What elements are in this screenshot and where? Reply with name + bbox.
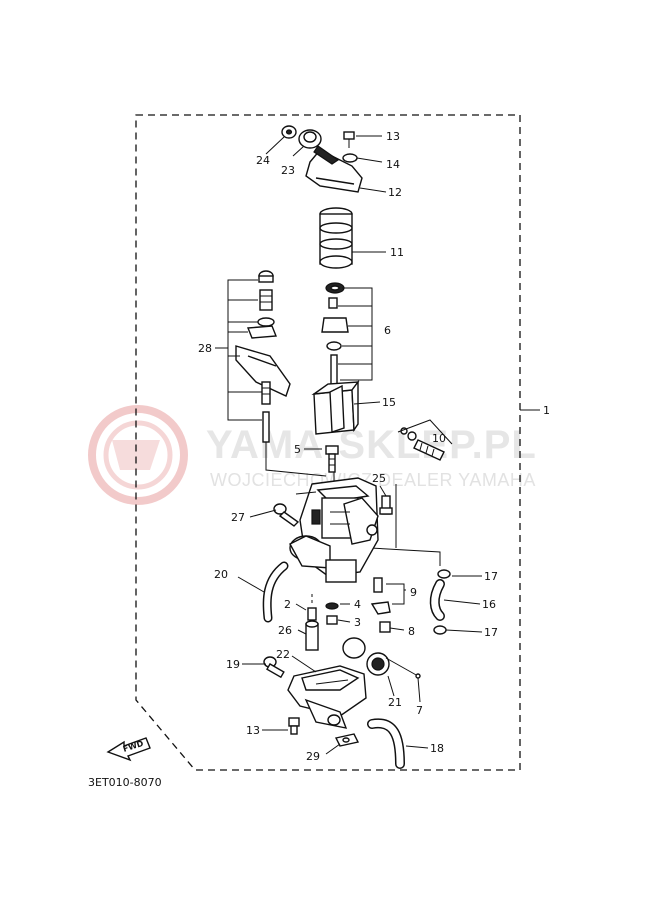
callout-numbers: 1 2 3 4 5 6 7 8 9 10 11 12 13 13 14 15 1… [198, 130, 550, 763]
callout-25: 25 [372, 472, 386, 485]
callout-3: 3 [354, 616, 361, 629]
callout-2: 2 [284, 598, 291, 611]
callout-14: 14 [386, 158, 400, 171]
callout-17-upper: 17 [484, 570, 498, 583]
callout-17-lower: 17 [484, 626, 498, 639]
callout-21: 21 [388, 696, 402, 709]
part-10-pilot-screw-set [400, 427, 445, 461]
drawing-code: 3ET010-8070 [88, 776, 162, 789]
part-9-float-valve [370, 577, 391, 615]
callout-28: 28 [198, 342, 212, 355]
part-16-hose [429, 579, 445, 621]
part-29-bracket [334, 733, 360, 747]
callout-19: 19 [226, 658, 240, 671]
callout-12: 12 [388, 186, 402, 199]
callout-10: 10 [432, 432, 446, 445]
callout-6: 6 [384, 324, 391, 337]
part-23-cap [298, 129, 322, 149]
part-14-seal [342, 153, 358, 163]
callout-1: 1 [543, 404, 550, 417]
part-12-cover-bracket [305, 145, 363, 193]
part-11-spring [319, 207, 353, 269]
callout-26: 26 [278, 624, 292, 637]
callout-8: 8 [408, 625, 415, 638]
assembly-frame [135, 114, 521, 771]
part-17-clip-upper [437, 569, 451, 579]
part-25-fitting [379, 495, 393, 515]
callout-13-top: 13 [386, 130, 400, 143]
callout-29: 29 [306, 750, 320, 763]
callout-20: 20 [214, 568, 228, 581]
callout-16: 16 [482, 598, 496, 611]
part-21-float [342, 637, 390, 676]
part-19-screw [263, 656, 285, 679]
part-8-screw [379, 621, 391, 633]
part-17-clip-lower [433, 625, 447, 635]
watermark-logo [88, 405, 188, 505]
part-15-throttle-valve [311, 379, 360, 435]
part-13-screw-top [343, 131, 355, 148]
callout-9: 9 [410, 586, 417, 599]
part-7-float-pin [385, 657, 421, 679]
callout-27: 27 [231, 511, 245, 524]
callout-7: 7 [416, 704, 423, 717]
part-24-washer [281, 125, 297, 139]
part-26-needle-jet [305, 620, 319, 651]
callout-18: 18 [430, 742, 444, 755]
callout-4: 4 [354, 598, 361, 611]
callout-5: 5 [294, 443, 301, 456]
callout-24: 24 [256, 154, 270, 167]
carburetor-body [289, 477, 379, 583]
watermark-subtitle: WOJCIECHOWICZ DEALER YAMAHA [210, 470, 536, 490]
part-4-washer [325, 602, 339, 610]
part-13-screw-lower [288, 717, 300, 735]
part-28-starter-group [235, 270, 291, 443]
watermark-title: YAMA-SKLEP.PL [206, 423, 537, 467]
part-2-jet [307, 607, 317, 621]
part-5-screw [325, 445, 339, 473]
part-3-main-jet [326, 615, 338, 625]
fwd-arrow-icon: FWD [106, 737, 151, 762]
callout-13-bottom: 13 [246, 724, 260, 737]
part-20-hose [262, 561, 289, 623]
watermark: YAMA-SKLEP.PL WOJCIECHOWICZ DEALER YAMAH… [88, 405, 537, 505]
callout-15: 15 [382, 396, 396, 409]
part-27-screw [273, 503, 300, 527]
part-18-drain-hose [367, 718, 405, 769]
callout-11: 11 [390, 246, 404, 259]
part-6-needle-group [321, 282, 349, 386]
callout-22: 22 [276, 648, 290, 661]
callout-23: 23 [281, 164, 295, 177]
part-22-float-bowl [287, 665, 367, 729]
